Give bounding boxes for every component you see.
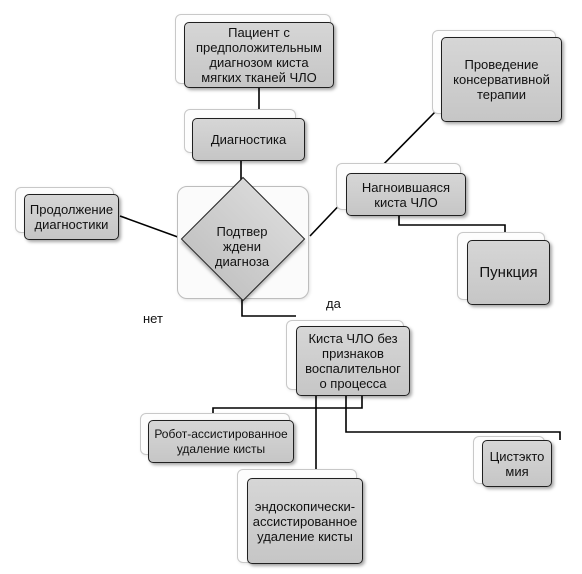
edge-decision-yes	[241, 295, 296, 317]
edge-label-yes: да	[326, 296, 341, 311]
continue-node: Продолжение диагностики	[24, 194, 119, 240]
edge-decision-continue	[119, 215, 187, 241]
decision-label: Подтвер ждени диагноза	[214, 224, 270, 269]
edge-nodes-cystectomy	[345, 396, 561, 440]
conservative-node-label: Проведение консервативной терапии	[453, 57, 550, 102]
cystectomy-node: Цистэкто мия	[482, 440, 552, 487]
patient-node: Пациент с предположительным диагнозом ки…	[184, 22, 334, 88]
robot-node-label: Робот-ассистированное удаление кисты	[154, 426, 288, 456]
continue-node-label: Продолжение диагностики	[29, 202, 114, 232]
diagnostics-node: Диагностика	[192, 118, 305, 161]
robot-node: Робот-ассистированное удаление кисты	[148, 420, 294, 463]
endoscopic-node: эндоскопически- ассистированное удаление…	[247, 478, 363, 564]
diagnostics-node-label: Диагностика	[210, 132, 287, 147]
puncture-node-label: Пункция	[479, 264, 538, 281]
patient-node-label: Пациент с предположительным диагнозом ки…	[196, 25, 322, 85]
puncture-node: Пункция	[467, 240, 550, 305]
no-inflammation-node-label: Киста ЧЛО без признаков воспалительног о…	[305, 331, 401, 391]
no-inflammation-node: Киста ЧЛО без признаков воспалительног о…	[296, 326, 410, 396]
cystectomy-node-label: Цистэкто мия	[489, 448, 545, 479]
endoscopic-node-label: эндоскопически- ассистированное удаление…	[252, 498, 358, 544]
suppurated-node: Нагноившаяся киста ЧЛО	[346, 173, 466, 216]
edge-label-no: нет	[143, 311, 163, 326]
suppurated-node-label: Нагноившаяся киста ЧЛО	[361, 179, 451, 210]
edge-suppurated-conservative	[375, 109, 438, 173]
conservative-node: Проведение консервативной терапии	[441, 37, 562, 122]
